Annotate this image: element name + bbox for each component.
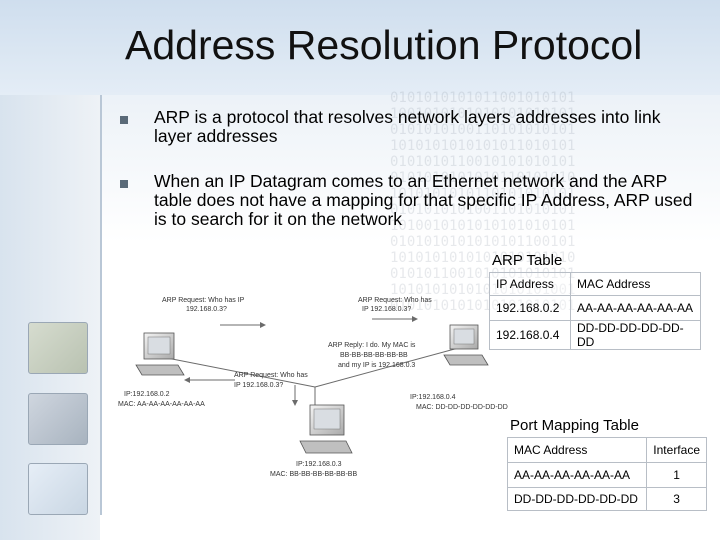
table-row: MAC Address Interface <box>506 437 707 463</box>
computer-icon-host-b <box>299 404 353 454</box>
slide-title: Address Resolution Protocol <box>125 22 643 68</box>
table-cell: AA-AA-AA-AA-AA-AA <box>570 295 701 321</box>
arp-request-label-mid: ARP Request: Who has <box>234 372 308 379</box>
table-cell: 3 <box>646 487 707 511</box>
table-cell: 1 <box>646 462 707 488</box>
port-table-caption: Port Mapping Table <box>510 417 639 434</box>
link-line <box>314 346 463 388</box>
decor-square-1 <box>28 322 88 374</box>
arp-reply-label: ARP Reply: I do. My MAC is <box>328 342 416 349</box>
host-b-ip: IP:192.168.0.3 <box>296 461 342 468</box>
arrow-head <box>412 316 418 322</box>
arp-request-label-right: ARP Request: Who has <box>358 297 432 304</box>
table-header-cell: MAC Address <box>506 437 648 463</box>
arp-request-label-left: 192.168.0.3? <box>186 306 227 313</box>
network-diagram: ARP Request: Who has IP 192.168.0.3? ARP… <box>118 297 508 478</box>
arp-reply-label: and my IP is 192.168.0.3 <box>338 362 415 369</box>
host-d-ip: IP:192.168.0.4 <box>410 394 456 401</box>
table-header-cell: MAC Address <box>570 272 701 296</box>
table-header-cell: IP Address <box>489 272 571 296</box>
table-cell: DD-DD-DD-DD-DD-DD <box>570 320 701 350</box>
bullet-text-2: When an IP Datagram comes to an Ethernet… <box>154 171 693 229</box>
host-a-ip: IP:192.168.0.2 <box>124 391 170 398</box>
table-cell: DD-DD-DD-DD-DD-DD <box>506 487 648 511</box>
arp-reply-label: BB-BB-BB-BB-BB-BB <box>340 352 408 359</box>
table-row: 192.168.0.2 AA-AA-AA-AA-AA-AA <box>489 295 701 321</box>
table-row: 192.168.0.4 DD-DD-DD-DD-DD-DD <box>489 320 701 350</box>
divider-line <box>100 95 102 515</box>
title-band <box>0 0 720 95</box>
table-row: AA-AA-AA-AA-AA-AA 1 <box>506 462 707 488</box>
table-cell: 192.168.0.4 <box>489 320 571 350</box>
decor-square-3 <box>28 463 88 515</box>
table-cell: AA-AA-AA-AA-AA-AA <box>506 462 648 488</box>
arrow-head <box>292 400 298 406</box>
table-row: IP Address MAC Address <box>489 272 701 296</box>
bullet-marker <box>118 178 130 190</box>
host-b-mac: MAC: BB-BB-BB-BB-BB-BB <box>270 471 357 478</box>
arp-request-label-left: ARP Request: Who has IP <box>162 297 245 304</box>
arrow-head <box>260 322 266 328</box>
arp-request-label-right: IP 192.168.0.3? <box>362 306 411 313</box>
table-row: DD-DD-DD-DD-DD-DD 3 <box>506 487 707 511</box>
bullet-text-1: ARP is a protocol that resolves network … <box>154 107 661 146</box>
arp-table-caption: ARP Table <box>492 252 563 269</box>
computer-icon-host-d <box>443 324 489 366</box>
arrow-head <box>184 377 190 383</box>
computer-icon-host-a <box>135 332 185 376</box>
table-header-cell: Interface <box>646 437 707 463</box>
arp-request-label-mid: IP 192.168.0.3? <box>234 382 283 389</box>
arp-table: IP Address MAC Address 192.168.0.2 AA-AA… <box>489 272 701 350</box>
bullet-marker <box>118 114 130 126</box>
port-mapping-table: MAC Address Interface AA-AA-AA-AA-AA-AA … <box>506 437 707 511</box>
link-line <box>161 356 316 388</box>
host-d-mac: MAC: DD-DD-DD-DD-DD-DD <box>416 404 508 411</box>
host-a-mac: MAC: AA-AA-AA-AA-AA-AA <box>118 401 205 408</box>
table-cell: 192.168.0.2 <box>489 295 571 321</box>
decor-square-2 <box>28 393 88 445</box>
